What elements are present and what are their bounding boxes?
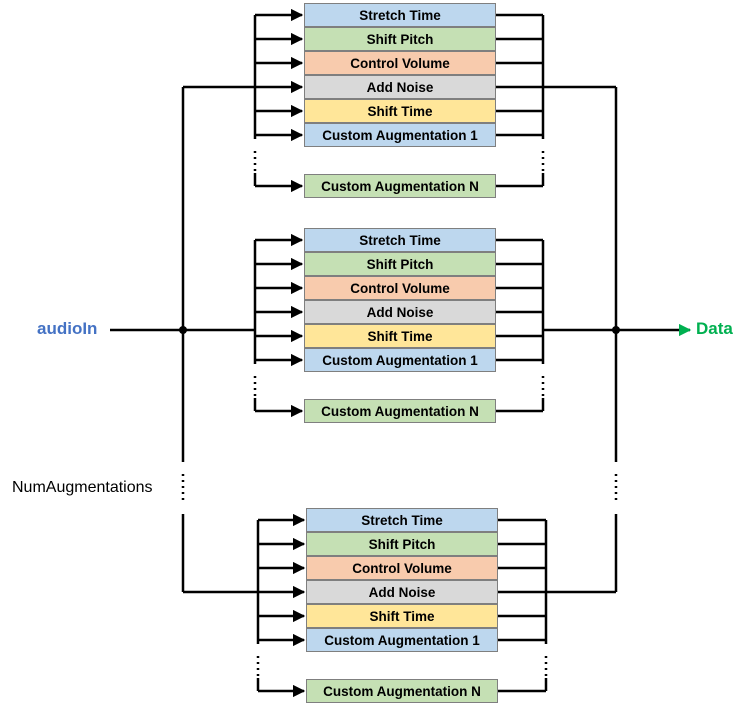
step-2-1: Shift Pitch [304,27,496,51]
step-4-3: Add Noise [306,580,498,604]
step-1-3: Stretch Time [306,508,498,532]
output-label: Data [696,319,733,338]
step-4-1: Add Noise [304,75,496,99]
step-6-3: Custom Augmentation 1 [306,628,498,652]
step-6-2: Custom Augmentation 1 [304,348,496,372]
step-5-3: Shift Time [306,604,498,628]
step-5-2: Shift Time [304,324,496,348]
step-last-1: Custom Augmentation N [304,174,496,198]
connector-lines [110,8,692,698]
step-3-1: Control Volume [304,51,496,75]
step-4-2: Add Noise [304,300,496,324]
input-label: audioIn [37,319,98,338]
step-last-3: Custom Augmentation N [306,679,498,703]
step-1-2: Stretch Time [304,228,496,252]
step-1-1: Stretch Time [304,3,496,27]
step-3-3: Control Volume [306,556,498,580]
step-6-1: Custom Augmentation 1 [304,123,496,147]
step-2-3: Shift Pitch [306,532,498,556]
step-3-2: Control Volume [304,276,496,300]
step-2-2: Shift Pitch [304,252,496,276]
num-augmentations-label: NumAugmentations [12,479,153,496]
step-5-1: Shift Time [304,99,496,123]
step-last-2: Custom Augmentation N [304,399,496,423]
